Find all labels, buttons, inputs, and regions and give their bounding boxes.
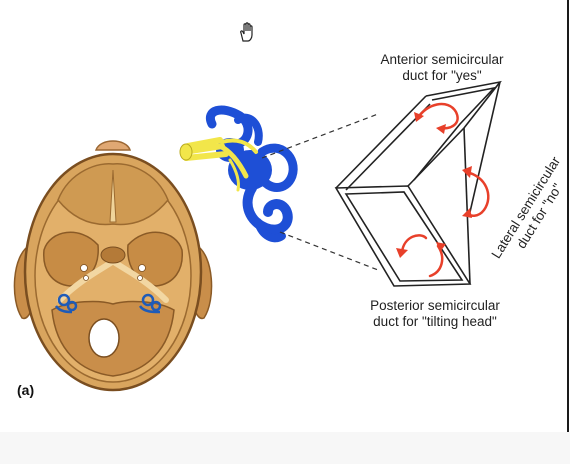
projection-lines [261,113,379,271]
anterior-duct-label: Anterior semicircular duct for "yes" [357,52,527,84]
anterior-label-line1: Anterior semicircular [380,52,504,67]
membranous-labyrinth [179,105,298,243]
anterior-rotation-arrow [416,102,459,130]
posterior-rotation-arrow [400,234,428,254]
anterior-label-line2: duct for "yes" [402,68,482,83]
skull-illustration [13,140,213,392]
duct-planes-box [334,80,502,287]
rotation-arrows [396,102,490,278]
panel-label: (a) [17,382,35,398]
left-inner-ear-marker [54,293,78,314]
posterior-label-line2: duct for "tilting head" [373,314,497,329]
posterior-label-line1: Posterior semicircular [370,298,500,313]
right-inner-ear-marker [138,293,162,314]
posterior-duct-label: Posterior semicircular duct for "tilting… [340,298,530,330]
bottom-strip [0,432,570,464]
hand-pointer-icon [240,22,253,42]
